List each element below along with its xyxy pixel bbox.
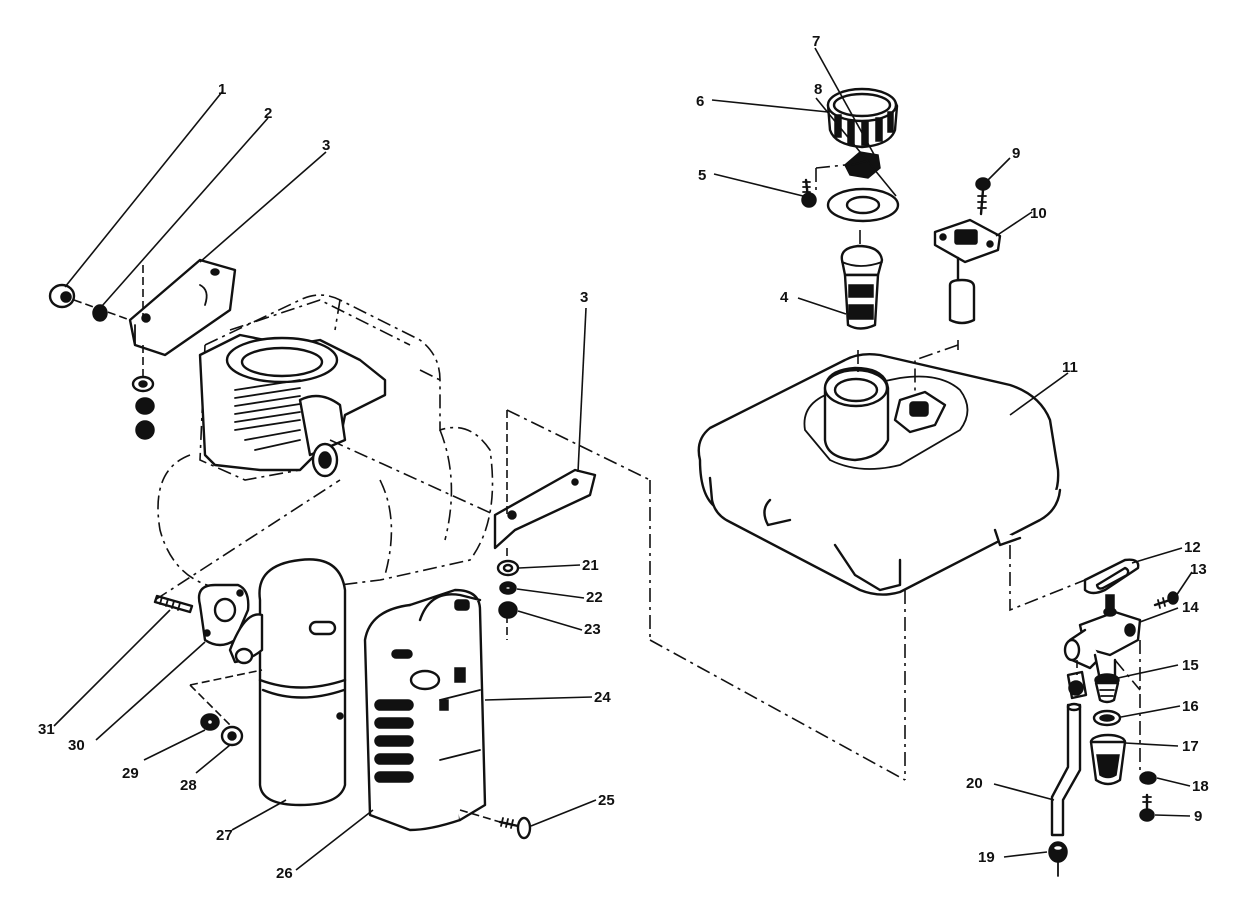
callout-28: 28	[180, 777, 197, 794]
callout-9-bottom: 9	[1194, 808, 1202, 825]
callout-30: 30	[68, 737, 85, 754]
callout-11: 11	[1062, 359, 1078, 376]
callout-1: 1	[218, 81, 226, 98]
part-3-bracket-right	[493, 468, 597, 550]
part-19-clamp	[1048, 841, 1068, 877]
part-6-fuel-cap	[826, 87, 899, 149]
callout-6: 6	[696, 93, 704, 110]
callout-3-left: 3	[322, 137, 330, 154]
part-4-fuel-strainer	[840, 244, 884, 330]
part-3-bracket-left	[128, 258, 237, 357]
callout-10: 10	[1030, 205, 1047, 222]
part-26-muffler-guard	[363, 588, 487, 832]
callout-17: 17	[1182, 738, 1199, 755]
part-15-filter-screen	[1094, 673, 1120, 704]
callout-3-right: 3	[580, 289, 588, 306]
part-5-screw	[801, 178, 817, 208]
callout-9-top: 9	[1012, 145, 1020, 162]
callout-15: 15	[1182, 657, 1199, 674]
callout-7: 7	[812, 33, 820, 50]
callout-20: 20	[966, 775, 983, 792]
part-17-sediment-bowl	[1089, 733, 1127, 786]
callout-numbers: 1 2 3 3 4 5 6 7 8 9 9 10 11 12 13 14 15 …	[38, 33, 1209, 882]
part-30-gasket	[197, 583, 250, 647]
callout-24: 24	[594, 689, 611, 706]
part-23-nut	[498, 601, 518, 619]
part-22-lock-washer	[499, 581, 517, 595]
callout-16: 16	[1182, 698, 1199, 715]
part-8-gasket	[826, 187, 900, 223]
part-1-nut	[48, 283, 76, 309]
part-9-screw-bottom	[1139, 793, 1155, 822]
part-28-nut	[220, 725, 244, 747]
engine-outline	[157, 294, 494, 591]
part-14-fuel-valve	[1063, 594, 1142, 685]
fuel-fitting	[1066, 670, 1088, 700]
callout-21: 21	[582, 557, 599, 574]
callout-31: 31	[38, 721, 55, 738]
part-11-fuel-tank	[697, 352, 1062, 596]
callout-14: 14	[1182, 599, 1199, 616]
callout-5: 5	[698, 167, 706, 184]
callout-19: 19	[978, 849, 995, 866]
part-10-fuel-gauge	[933, 218, 1002, 325]
callout-18: 18	[1192, 778, 1209, 795]
part-2-lock-washer	[92, 304, 108, 322]
callout-25: 25	[598, 792, 615, 809]
part-13-screw	[1153, 591, 1179, 609]
callout-29: 29	[122, 765, 139, 782]
callout-26: 26	[276, 865, 293, 882]
callout-8: 8	[814, 81, 822, 98]
callout-12: 12	[1184, 539, 1201, 556]
part-18-washer	[1139, 771, 1157, 785]
callout-23: 23	[584, 621, 601, 638]
part-31-stud	[153, 594, 194, 614]
part-12-gasket	[1083, 558, 1140, 595]
stud-hardware-stack	[131, 375, 155, 440]
part-27-muffler	[228, 558, 347, 807]
part-9-screw-top	[975, 177, 991, 216]
part-29-lock-washer	[200, 713, 220, 731]
callout-27: 27	[216, 827, 233, 844]
leader-lines	[53, 47, 1193, 871]
part-25-screw	[498, 816, 532, 840]
callout-22: 22	[586, 589, 603, 606]
callout-4: 4	[780, 289, 789, 306]
part-16-o-ring	[1092, 709, 1122, 727]
callout-2: 2	[264, 105, 272, 122]
part-20-fuel-line	[1050, 702, 1082, 837]
part-21-washer	[496, 559, 520, 577]
callout-13: 13	[1190, 561, 1207, 578]
